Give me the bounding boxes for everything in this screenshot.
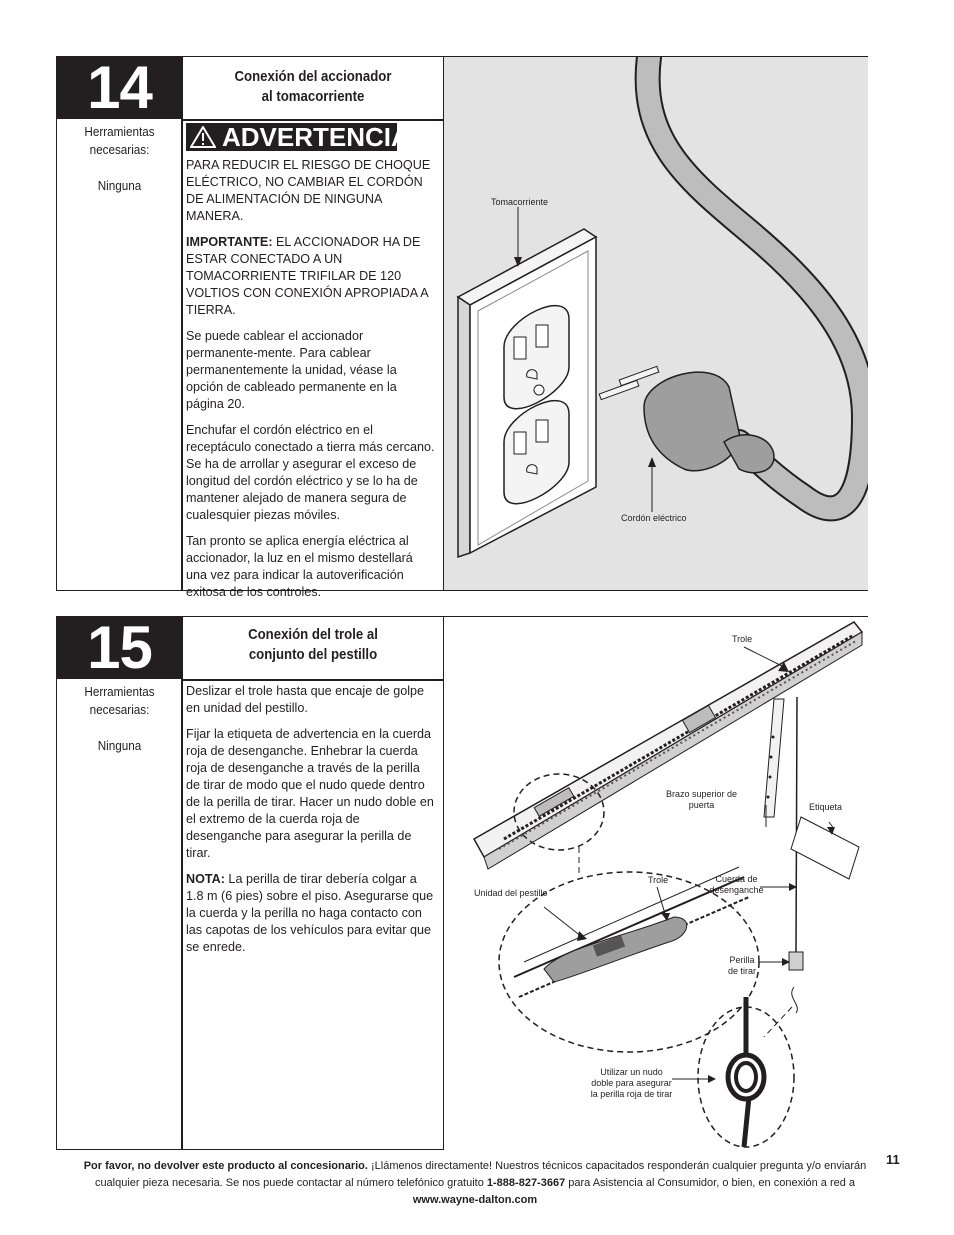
instruction-paragraph: Se puede cablear el accionador permanent… [186,329,397,411]
page-number: 11 [886,1152,900,1167]
step-number: 15 [57,617,182,679]
footer-contact: Por favor, no devolver este producto al … [83,1160,867,1206]
note-paragraph: NOTA: La perilla de tirar debería colgar… [186,872,434,954]
divider [443,617,445,1149]
door-arm-label: Brazo superior de puerta [665,789,738,810]
outlet-illustration: Tomacorriente Cordón eléctrico [444,44,878,590]
divider [443,57,445,590]
phone-number: 1-888-827-3667 [486,1177,566,1189]
important-note: IMPORTANTE: EL ACCIONADOR HA DE ESTAR CO… [186,235,428,317]
tools-needed: Herramientas necesarias: Ninguna [84,124,155,193]
warning-triangle-icon [190,126,216,148]
instruction-paragraph: Enchufar el cordón eléctrico en el recep… [186,423,435,522]
divider [181,679,443,681]
step-title: Conexión del accionador al tomacorriente [234,68,392,105]
instruction-paragraph: Fijar la etiqueta de advertencia en la c… [186,727,434,860]
divider [181,57,183,590]
instruction-paragraph: Tan pronto se aplica energía eléctrica a… [186,534,413,599]
step-14-panel: 14 Conexión del accionador al tomacorrie… [56,44,878,599]
outlet-label: Tomacorriente [491,197,549,207]
pull-knob-label: Perilla de tirar [727,955,756,976]
warning-text: PARA REDUCIR EL RIESGO DE CHOQUE ELÉCTRI… [186,158,431,223]
double-knot-label: Utilizar un nudo doble para asegurar la … [590,1067,673,1099]
warning-heading: ADVERTENCIA [222,122,410,152]
step-title: Conexión del trole al conjunto del pesti… [248,626,378,663]
tools-needed: Herramientas necesarias: Ninguna [84,684,155,753]
trolley-label: Trole [732,634,753,644]
step-instructions: PARA REDUCIR EL RIESGO DE CHOQUE ELÉCTRI… [186,157,436,610]
latch-unit-label: Unidad del pestillo [474,888,548,898]
divider [181,119,443,121]
release-cord-label: Cuerda de desenganche [709,874,764,895]
tag-label: Etiqueta [809,802,843,812]
warning-banner: ADVERTENCIA [186,123,410,151]
website-link[interactable]: www.wayne-dalton.com [412,1194,538,1206]
instruction-paragraph: Deslizar el trole hasta que encaje de go… [186,684,425,715]
trolley-illustration: Trole Brazo superior de puerta Etiqueta … [444,617,868,1150]
step-15-panel: 15 Conexión del trole al conjunto del pe… [56,616,868,1150]
divider [181,617,183,1149]
step-number: 14 [57,57,182,119]
trolley-zoom-label: Trole [648,875,669,885]
cord-label: Cordón eléctrico [621,513,687,523]
outlet-drawing [456,44,878,559]
trolley-drawing [472,621,864,1148]
step-instructions: Deslizar el trole hasta que encaje de go… [186,683,436,965]
